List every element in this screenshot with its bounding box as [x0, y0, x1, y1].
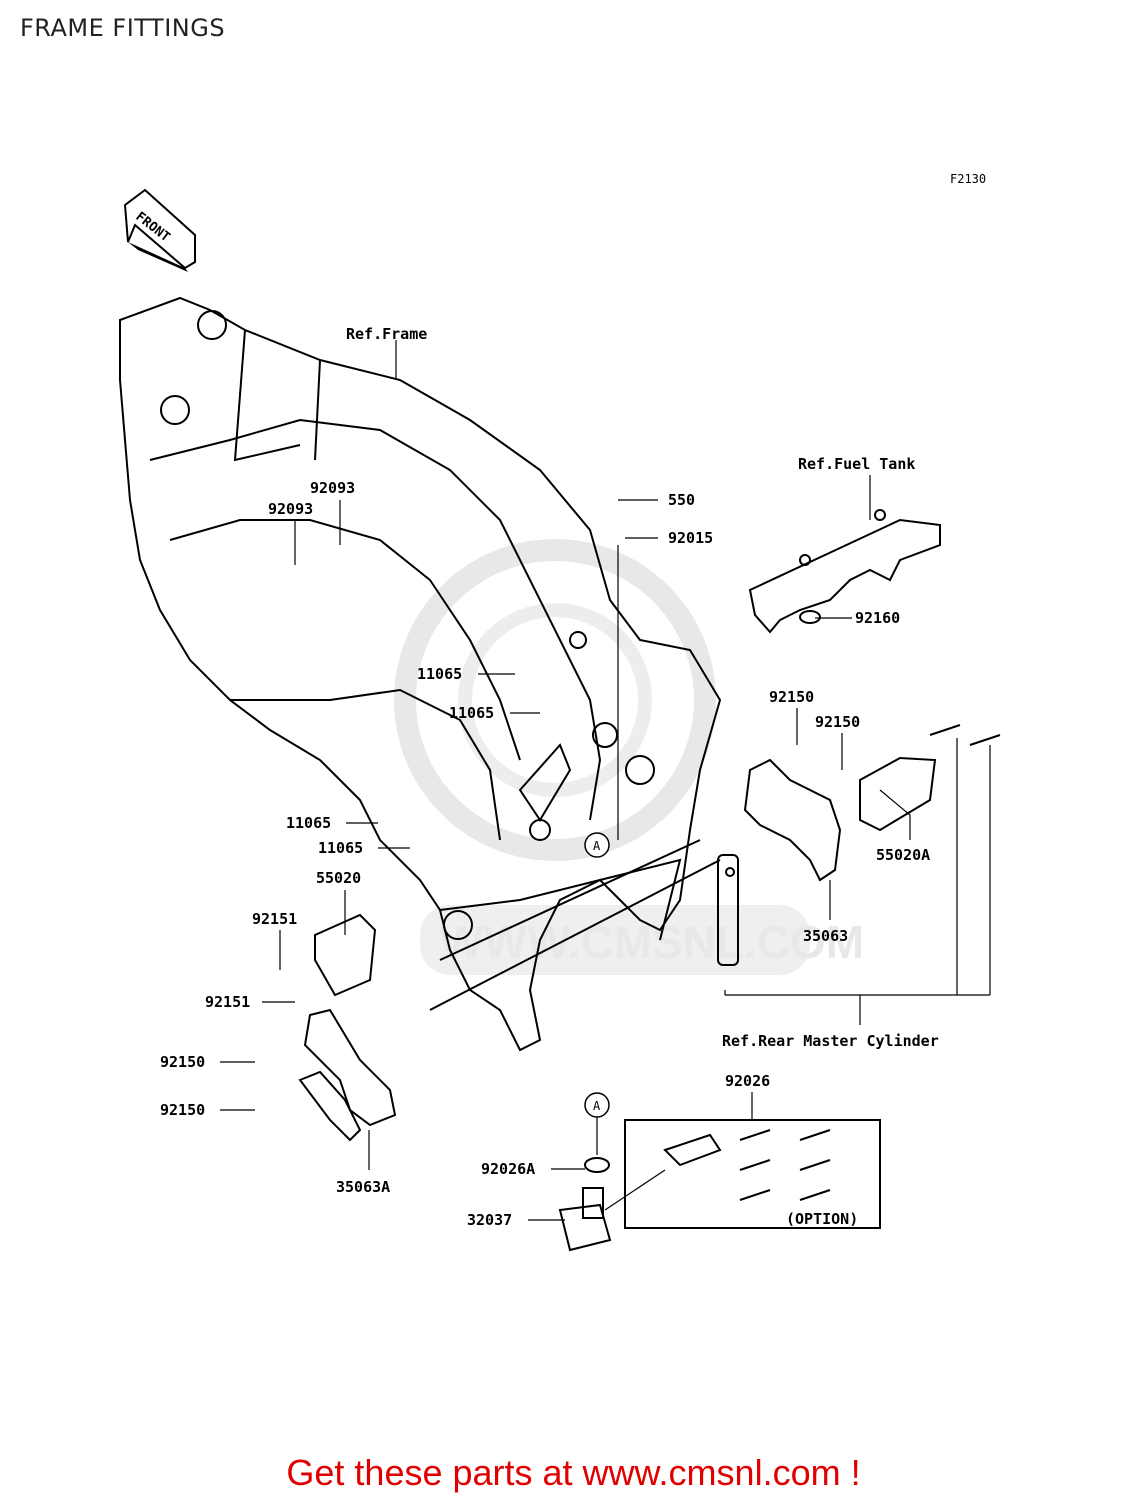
label-92015: 92015 [668, 529, 713, 547]
diagram-code: F2130 [950, 172, 986, 186]
label-92151-b: 92151 [205, 993, 250, 1011]
label-92150-a: 92150 [769, 688, 814, 706]
label-92160: 92160 [855, 609, 900, 627]
label-92150-d: 92150 [160, 1101, 205, 1119]
front-arrow-icon: FRONT [123, 188, 196, 272]
marker-a-frame: A [584, 832, 610, 858]
label-92151-a: 92151 [252, 910, 297, 928]
label-92093-b: 92093 [268, 500, 313, 518]
svg-text:A: A [593, 839, 601, 853]
label-11065-d: 11065 [318, 839, 363, 857]
label-92150-b: 92150 [815, 713, 860, 731]
label-92026A: 92026A [481, 1160, 535, 1178]
label-35063: 35063 [803, 927, 848, 945]
label-92150-c: 92150 [160, 1053, 205, 1071]
marker-a-adjuster: A [584, 1092, 610, 1118]
label-92026: 92026 [725, 1072, 770, 1090]
label-550: 550 [668, 491, 695, 509]
label-92093-a: 92093 [310, 479, 355, 497]
label-11065-b: 11065 [449, 704, 494, 722]
left-footrest-assembly [298, 913, 397, 1142]
svg-text:A: A [593, 1099, 601, 1113]
fuel-tank-bracket [748, 509, 941, 634]
label-ref-frame: Ref.Frame [346, 325, 427, 343]
label-ref-rear-master-cylinder: Ref.Rear Master Cylinder [722, 1032, 939, 1050]
label-ref-fuel-tank: Ref.Fuel Tank [798, 455, 915, 473]
label-11065-c: 11065 [286, 814, 331, 832]
label-option: (OPTION) [786, 1210, 858, 1228]
label-35063A: 35063A [336, 1178, 390, 1196]
watermark-text: WWW.CMSNL.COM [440, 916, 864, 968]
footer-link[interactable]: Get these parts at www.cmsnl.com ! [0, 1452, 1147, 1494]
label-55020A: 55020A [876, 846, 930, 864]
adjuster-parts [558, 1119, 881, 1252]
label-11065-a: 11065 [417, 665, 462, 683]
frame-drawing [119, 296, 722, 1052]
page-title: FRAME FITTINGS [20, 14, 226, 42]
leader-lines [220, 340, 991, 1221]
footer-link-text[interactable]: Get these parts at www.cmsnl.com ! [286, 1452, 861, 1493]
watermark: WWW.CMSNL.COM [394, 539, 864, 975]
label-55020: 55020 [316, 869, 361, 887]
label-32037: 32037 [467, 1211, 512, 1229]
right-footrest-assembly [717, 724, 1001, 966]
